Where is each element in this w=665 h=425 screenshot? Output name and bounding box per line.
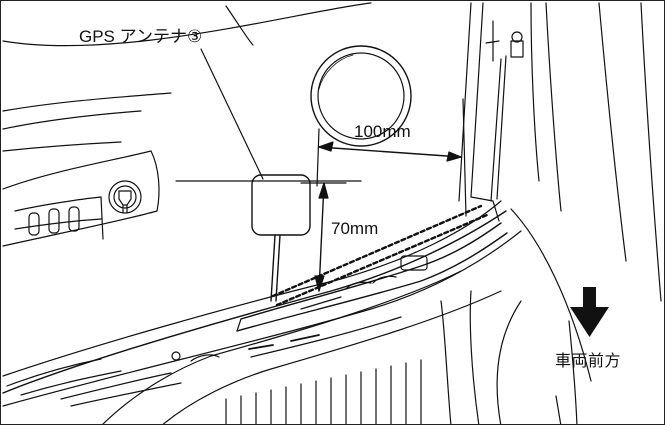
vehicle-front-label: 車両前方: [555, 353, 622, 370]
lower-right-body: [555, 320, 578, 424]
windshield-pillar: [458, 2, 562, 212]
gps-antenna-unit: [251, 174, 311, 302]
vertical-distance-label: 70mm: [331, 219, 379, 238]
horizontal-distance-label: 100mm: [354, 122, 411, 141]
arrow-down-icon: [570, 287, 609, 337]
speaker-grille: [310, 45, 412, 147]
wiper-cowl: [236, 196, 508, 332]
front-grille: [6, 270, 522, 424]
dimension-lines: [300, 98, 467, 292]
left-vent-panel: [2, 150, 160, 247]
gps-antenna-label: GPS アンテナ③: [79, 27, 203, 46]
leader-line: [200, 48, 264, 180]
